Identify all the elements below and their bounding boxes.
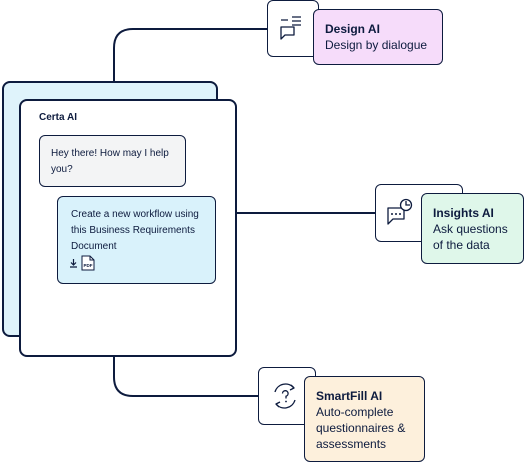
download-icon[interactable]: [69, 258, 78, 268]
pdf-label: PDF: [84, 263, 93, 268]
insights-ai-description: Ask questions of the data: [433, 222, 508, 252]
design-ai-description: Design by dialogue: [325, 38, 428, 52]
insights-ai-title: Insights AI: [433, 206, 494, 220]
design-ai-card: Design AI Design by dialogue: [313, 9, 443, 65]
attachment-row: PDF: [69, 255, 95, 271]
smartfill-ai-title: SmartFill AI: [316, 389, 383, 403]
design-ai-icon-tile: [267, 0, 319, 57]
smartfill-ai-description: Auto-complete questionnaires & assessmen…: [316, 405, 406, 451]
pdf-file-icon[interactable]: PDF: [81, 255, 95, 271]
chat-window-title: Certa AI: [39, 112, 77, 123]
assistant-message-text: Hey there! How may I help you?: [51, 148, 169, 175]
connector-design: [113, 28, 268, 81]
chat-list-icon: [280, 16, 301, 40]
assistant-message-bubble: Hey there! How may I help you?: [39, 135, 186, 187]
design-ai-title: Design AI: [325, 22, 380, 36]
connector-smartfill: [113, 357, 259, 397]
smartfill-ai-card: SmartFill AI Auto-complete questionnaire…: [304, 376, 425, 462]
chat-chart-icon: [387, 198, 413, 225]
insights-ai-card: Insights AI Ask questions of the data: [421, 193, 524, 264]
user-message-text: Create a new workflow using this Busines…: [71, 209, 199, 252]
refresh-question-icon: [274, 383, 296, 409]
user-message-bubble: Create a new workflow using this Busines…: [57, 196, 216, 284]
